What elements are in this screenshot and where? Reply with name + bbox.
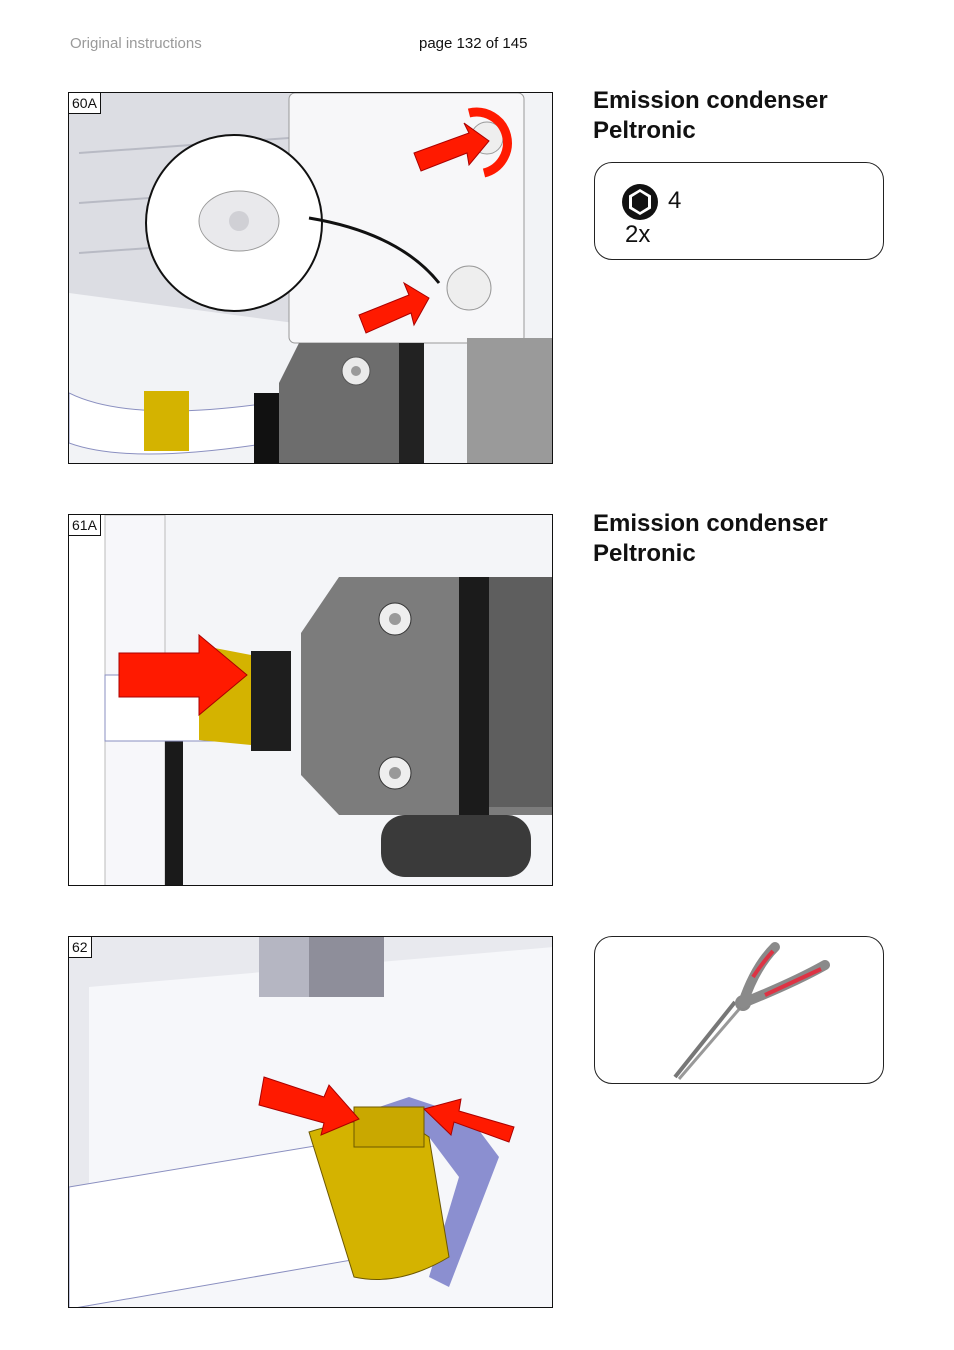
figure-label: 60A bbox=[69, 93, 101, 114]
illustration-62 bbox=[69, 937, 552, 1307]
document-type-label: Original instructions bbox=[70, 35, 202, 52]
illustration-61a bbox=[69, 515, 552, 885]
step-title: Emission condenser Peltronic bbox=[593, 87, 828, 144]
pliers-icon bbox=[673, 942, 830, 1080]
quantity: 2x bbox=[625, 221, 651, 248]
figure-label: 61A bbox=[69, 515, 101, 536]
hex-size: 4 bbox=[668, 187, 682, 214]
step-title: Emission condenser Peltronic bbox=[593, 510, 828, 567]
page-number: page 132 of 145 bbox=[419, 35, 528, 52]
tool-box: 4 2x bbox=[594, 162, 884, 260]
figure-60a: 60A bbox=[68, 92, 553, 464]
figure-label: 62 bbox=[69, 937, 92, 958]
hex-socket-icon bbox=[622, 184, 658, 220]
figure-62: 62 bbox=[68, 936, 553, 1308]
illustration-60a bbox=[69, 93, 552, 463]
figure-61a: 61A bbox=[68, 514, 553, 886]
tool-box bbox=[594, 936, 884, 1084]
